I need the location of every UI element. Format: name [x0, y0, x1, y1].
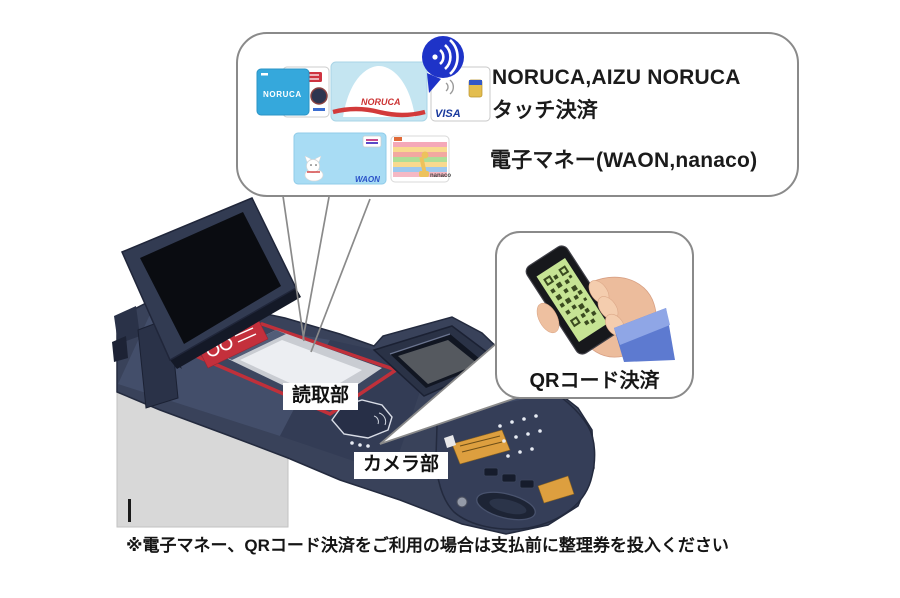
instruction-sticker: [537, 475, 575, 504]
indicator-lights: [498, 414, 542, 458]
qr-payment-label: QRコード決済: [529, 370, 660, 392]
touch-payment-title: NORUCA,AIZU NORUCA: [492, 66, 741, 89]
control-buttons: [483, 467, 535, 489]
footnote-text: ※電子マネー、QRコード決済をご利用の場合は支払前に整理券を投入ください: [126, 536, 729, 555]
monitor-bracket: [114, 306, 140, 344]
bolt: [456, 496, 468, 508]
base-edge-mark: [128, 499, 131, 522]
reader-leader-lines: [282, 195, 371, 353]
ic-reader-glare: [240, 340, 362, 396]
monitor-hinge: [112, 336, 128, 362]
secondary-screen: [398, 340, 478, 384]
fare-display-monitor: [121, 197, 301, 369]
sleeve-highlight: [614, 308, 670, 345]
thumb: [536, 302, 560, 334]
qr-phone-hand-art: [525, 245, 675, 362]
qr-code-icon: [543, 265, 597, 328]
touch-payment-subtitle: タッチ決済: [492, 99, 598, 122]
monitor-screen: [140, 212, 281, 344]
qr-bubble-content: QRコード決済: [496, 232, 693, 398]
camera-part-label: カメラ部: [354, 452, 449, 479]
coin-tray: [476, 491, 536, 521]
fingers: [588, 280, 625, 337]
emoney-line: 電子マネー(WAON,nanaco): [490, 149, 758, 172]
secondary-display: [372, 325, 502, 397]
reader-part-label: 読取部: [283, 383, 359, 410]
phone-screen: [536, 258, 608, 342]
camera-lens-icon: [373, 412, 387, 426]
